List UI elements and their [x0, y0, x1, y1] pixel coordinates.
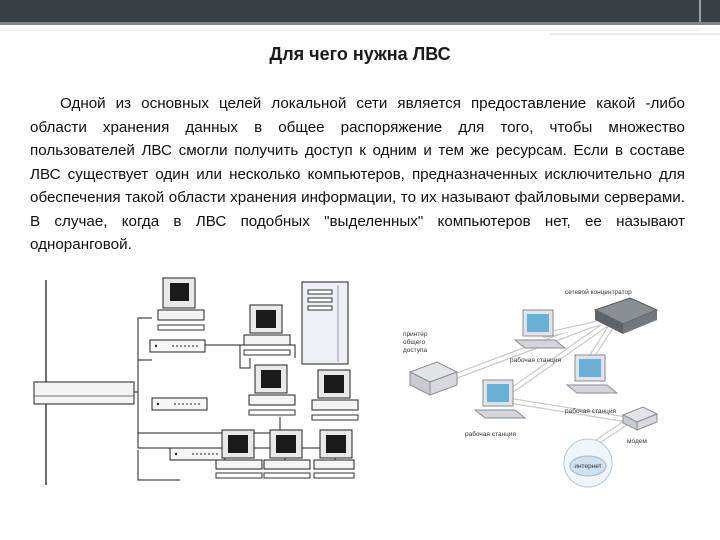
network-hub [593, 297, 659, 334]
printer-label-3: доступа [403, 347, 427, 354]
ws-label-top: рабочая станция [510, 356, 561, 364]
workstation-6 [263, 429, 311, 479]
printer-label-2: общего [403, 338, 425, 346]
bus-network-diagram [33, 277, 359, 485]
star-network-diagram: сетевой концентратор принтер общего дост… [403, 288, 659, 488]
slide-header-bar [0, 0, 720, 35]
workstation-1 [157, 277, 205, 331]
workstation-top [513, 309, 567, 349]
network-device-2 [151, 397, 208, 411]
workstation-5 [215, 429, 263, 479]
slide-title: Для чего нужна ЛВС [269, 44, 451, 64]
printer-label-1: принтер [403, 331, 428, 338]
modem [621, 406, 659, 431]
workstation-4 [311, 369, 359, 421]
internet-label: интернет [574, 463, 601, 470]
workstation-3 [248, 364, 296, 416]
network-device-3 [169, 447, 226, 461]
workstation-7 [313, 429, 355, 479]
workstation-2 [243, 304, 291, 356]
ws-label-right: рабочая станция [565, 407, 616, 415]
hub-device [33, 381, 135, 405]
workstation-bottom [473, 379, 527, 419]
internet-cloud-icon [563, 438, 613, 488]
modem-label: модем [627, 438, 647, 445]
hub-label: сетевой концентратор [565, 288, 632, 296]
workstation-right [565, 354, 619, 394]
body-paragraph: Одной из основных целей локальной сети я… [30, 95, 685, 253]
network-device-1 [149, 339, 206, 353]
ws-label-bottom: рабочая станция [465, 430, 516, 438]
file-server [301, 281, 349, 365]
shared-printer [408, 361, 459, 396]
